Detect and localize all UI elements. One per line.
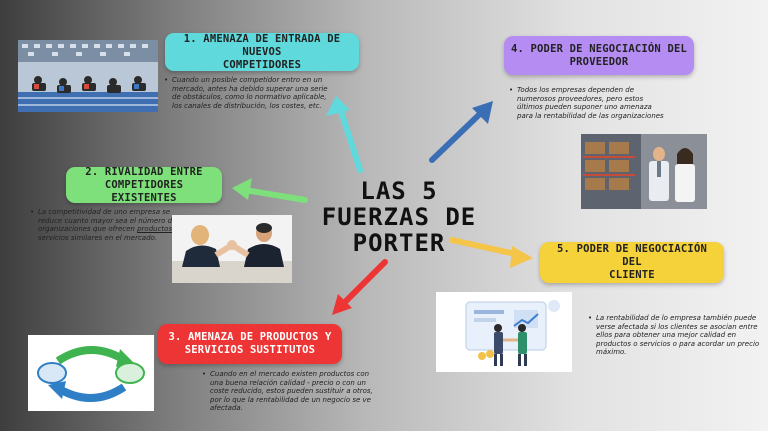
- force-2-description: • La competitividad de uno empresa se re…: [30, 208, 184, 242]
- title-line-2: FUERZAS DE: [321, 203, 477, 231]
- arrow-to-force-3: [332, 259, 388, 315]
- force-1-label-line-2: COMPETIDORES: [222, 58, 302, 71]
- page-title: LAS 5 FUERZAS DE PORTER: [306, 178, 492, 256]
- force-3-label-line-1: 3. AMENAZA DE PRODUCTOS Y: [168, 331, 332, 343]
- force-2-description-link: productos: [137, 225, 173, 233]
- force-5-image-handshake-illustration: [436, 292, 572, 372]
- force-2-label-line-2: COMPETIDORES EXISTENTES: [104, 178, 184, 204]
- force-5-description-text: La rentabilidad de lo empresa también pu…: [596, 314, 760, 356]
- bullet-icon: •: [202, 370, 207, 378]
- arrow-to-force-2: [232, 178, 308, 203]
- force-3-image-cycle-arrows: [28, 335, 154, 411]
- force-3-label: 3. AMENAZA DE PRODUCTOS Y SERVICIOS SUST…: [158, 324, 342, 364]
- force-5-label-line-1: 5. PODER DE NEGOCIACIÓN DEL: [557, 243, 707, 268]
- force-2-description-text-1: La competitividad de uno empresa se redu…: [38, 208, 177, 233]
- force-1-description-text: Cuando un posible competidor entro en un…: [172, 76, 328, 110]
- force-1-description: • Cuando un posible competidor entro en …: [164, 76, 332, 110]
- force-1-image-runners: [18, 40, 158, 112]
- force-4-label-line-2: PROVEEDOR: [569, 55, 629, 68]
- force-3-description: • Cuando en el mercado existen productos…: [202, 370, 375, 413]
- force-1-label-line-1: 1. AMENAZA DE ENTRADA DE NUEVOS: [183, 32, 341, 58]
- title-line-3: PORTER: [352, 229, 446, 257]
- force-4-description: • Todos los empresas dependen de numeros…: [509, 86, 669, 120]
- arrow-to-force-1: [326, 96, 363, 173]
- bullet-icon: •: [509, 86, 514, 94]
- force-3-label-line-2: SERVICIOS SUSTITUTOS: [184, 344, 316, 356]
- force-3-description-text: Cuando en el mercado existen productos c…: [210, 370, 373, 412]
- force-4-description-text: Todos los empresas dependen de numerosos…: [517, 86, 664, 120]
- bullet-icon: •: [164, 76, 169, 84]
- bullet-icon: •: [588, 314, 593, 322]
- force-2-label: 2. RIVALIDAD ENTRE COMPETIDORES EXISTENT…: [66, 165, 222, 204]
- force-5-description: • La rentabilidad de lo empresa también …: [588, 314, 760, 357]
- force-1-label: 1. AMENAZA DE ENTRADA DE NUEVOS COMPETID…: [165, 33, 359, 71]
- force-2-label-line-1: 2. RIVALIDAD ENTRE: [85, 165, 203, 178]
- force-2-image-arm-wrestling: [172, 215, 292, 283]
- force-4-label-line-1: 4. PODER DE NEGOCIACIÓN DEL: [510, 42, 688, 55]
- arrow-to-force-4: [429, 101, 493, 163]
- arrow-to-force-5: [449, 237, 533, 268]
- force-5-label-line-2: CLIENTE: [609, 269, 655, 281]
- force-4-label: 4. PODER DE NEGOCIACIÓN DEL PROVEEDOR: [504, 36, 694, 75]
- force-5-label: 5. PODER DE NEGOCIACIÓN DEL CLIENTE: [540, 242, 724, 283]
- title-line-1: LAS 5: [360, 177, 438, 205]
- force-4-image-warehouse: [581, 134, 707, 209]
- bullet-icon: •: [30, 208, 35, 216]
